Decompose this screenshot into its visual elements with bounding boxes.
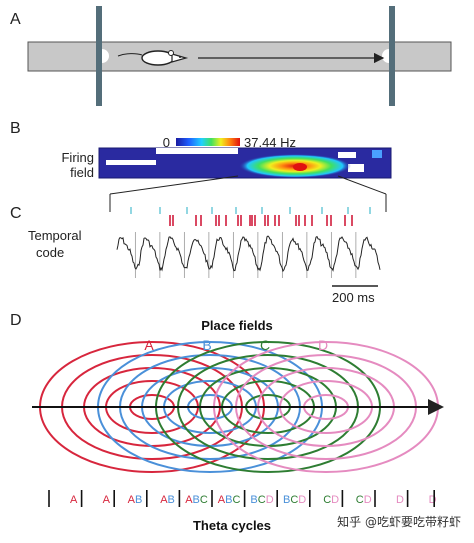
reward-well-left [102, 49, 109, 63]
theta-spike-d: D [331, 494, 339, 506]
theta-cycle-group: AB [128, 494, 143, 506]
theta-spike-c: C [200, 494, 208, 506]
theta-spike-a: A [185, 494, 193, 506]
theta-spike-b: B [193, 494, 200, 506]
colorbar-min-label: 0 [163, 135, 170, 150]
theta-spike-d: D [266, 494, 274, 506]
theta-cycle-group: A [70, 494, 78, 506]
panel-letter-b: B [10, 120, 21, 137]
theta-spike-d: D [298, 494, 306, 506]
theta-spike-b: B [168, 494, 175, 506]
theta-cycle-group: A [103, 494, 111, 506]
colorbar-max-label: 37.44 Hz [244, 135, 296, 150]
theta-spike-c: C [356, 494, 364, 506]
time-scale-bar-label: 200 ms [332, 290, 375, 305]
place-field-label-d: D [318, 337, 328, 353]
theta-spike-a: A [218, 494, 226, 506]
theta-cycle-group: ABC [218, 494, 241, 506]
place-field-label-b: B [202, 337, 211, 353]
panel-letter-c: C [10, 205, 22, 222]
theta-spike-a: A [128, 494, 136, 506]
theta-spike-a: A [160, 494, 168, 506]
theta-spike-a: A [103, 494, 111, 506]
theta-spike-b: B [225, 494, 232, 506]
theta-cycle-group: CD [356, 494, 372, 506]
zoom-line-left [109, 175, 239, 195]
temporal-code-label-line2: code [36, 245, 64, 260]
place-fields-title: Place fields [201, 318, 273, 333]
theta-spike-a: A [70, 494, 78, 506]
theta-cycle-group: ABC [185, 494, 208, 506]
barrier-right [389, 6, 395, 106]
theta-spike-b: B [283, 494, 290, 506]
temporal-code-label-line1: Temporal [28, 228, 82, 243]
theta-trough-markers [134, 232, 357, 278]
colorbar [176, 138, 240, 146]
firing-rate-map [98, 147, 392, 179]
theta-spike-d: D [396, 494, 404, 506]
barrier-left [96, 6, 102, 106]
panel-letter-d: D [10, 312, 22, 329]
place-field-label-c: C [260, 337, 270, 353]
theta-spike-c: C [258, 494, 266, 506]
theta-cycle-group: BCD [283, 494, 306, 506]
watermark: 知乎 @吃虾要吃带籽虾 [337, 515, 461, 529]
theta-spike-d: D [429, 494, 437, 506]
theta-spike-c: C [290, 494, 298, 506]
theta-cycle-group: D [396, 494, 404, 506]
theta-spike-c: C [232, 494, 240, 506]
firing-field-label-line2: field [70, 165, 94, 180]
place-field-label-a: A [144, 337, 154, 353]
lfp-trace [116, 235, 381, 273]
zoom-line-right [337, 175, 387, 195]
theta-spike-b: B [250, 494, 257, 506]
theta-spike-b: B [135, 494, 142, 506]
rat-icon [117, 50, 189, 66]
theta-cycle-group: D [429, 494, 437, 506]
panel-letter-a: A [10, 11, 21, 28]
firing-field-label-line1: Firing [61, 150, 94, 165]
theta-cycle-group: CD [323, 494, 339, 506]
theta-cycles-label: Theta cycles [193, 518, 271, 533]
theta-cycle-group: BCD [250, 494, 273, 506]
theta-spike-d: D [364, 494, 372, 506]
theta-spike-c: C [323, 494, 331, 506]
spike-raster [130, 207, 371, 226]
place-field-labels: A B C D [144, 337, 328, 353]
theta-cycle-group: AB [160, 494, 175, 506]
